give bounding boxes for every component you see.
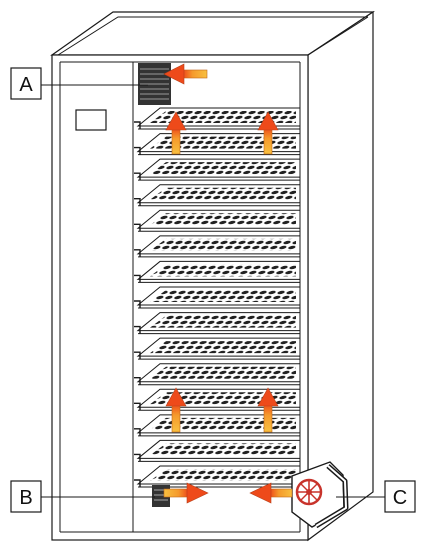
shelf	[134, 363, 301, 386]
shelf	[134, 337, 301, 360]
callout-label-c: C	[393, 487, 407, 509]
shelf	[134, 439, 301, 462]
shelf	[134, 465, 301, 488]
fan-unit	[291, 461, 349, 529]
arrow-left-top	[163, 63, 208, 85]
vent-top	[138, 63, 171, 105]
shelf	[134, 286, 301, 309]
callout-label-b: B	[19, 487, 32, 509]
shelf	[134, 414, 301, 437]
top-rim	[57, 16, 369, 56]
shelf	[134, 235, 301, 258]
arrow-up-lower-right	[257, 387, 279, 433]
arrow-left-bottom	[249, 482, 293, 504]
airflow-arrows	[163, 63, 293, 504]
callout-label-a: A	[19, 74, 33, 96]
shelf	[134, 158, 301, 181]
arrow-right-bottom	[163, 482, 209, 504]
arrow-up-upper-left	[165, 111, 187, 155]
shelf	[134, 260, 301, 283]
arrow-up-upper-right	[257, 111, 279, 155]
shelf	[134, 209, 301, 232]
shelf	[134, 133, 301, 156]
callout-a: A	[10, 67, 148, 100]
shelf	[134, 312, 301, 335]
arrow-up-lower-left	[165, 387, 187, 433]
shelf	[134, 184, 301, 207]
callout-b: B	[10, 480, 155, 513]
fan-icon	[295, 478, 323, 506]
display-window	[75, 109, 107, 131]
shelf	[134, 388, 301, 411]
callout-c: C	[336, 480, 416, 513]
cabinet-side	[307, 10, 374, 542]
shelf	[134, 107, 301, 130]
shelf-stack	[134, 107, 301, 488]
